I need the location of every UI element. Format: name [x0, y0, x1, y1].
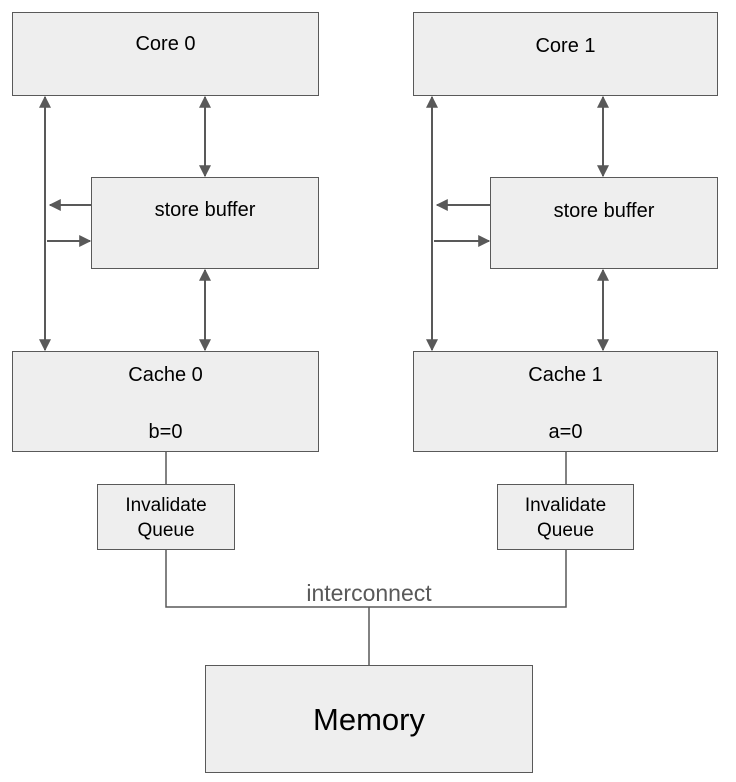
cache-1-label: Cache 1 — [528, 364, 603, 386]
invalidate-queue-0-box: Invalidate Queue — [97, 484, 235, 550]
core-0-box: Core 0 — [12, 12, 319, 96]
cache-0-box: Cache 0 b=0 — [12, 351, 319, 452]
cache-1-value: a=0 — [548, 421, 583, 443]
core-0-label: Core 0 — [135, 33, 196, 55]
invalidate-queue-1-box: Invalidate Queue — [497, 484, 634, 550]
memory-label: Memory — [313, 702, 425, 737]
store-buffer-1-box: store buffer — [490, 177, 718, 269]
core-1-box: Core 1 — [413, 12, 718, 96]
invalidate-queue-0-line1: Invalidate — [125, 495, 207, 516]
invalidate-queue-1-line2: Queue — [536, 520, 595, 541]
store-buffer-0-label: store buffer — [154, 199, 256, 221]
memory-box: Memory — [205, 665, 533, 773]
invalidate-queue-1-line1: Invalidate — [524, 495, 607, 516]
cache-0-label: Cache 0 — [128, 364, 203, 386]
store-buffer-0-box: store buffer — [91, 177, 319, 269]
core-1-label: Core 1 — [535, 35, 596, 57]
invalidate-queue-0-line2: Queue — [137, 520, 195, 541]
interconnect-label: interconnect — [306, 580, 432, 606]
interconnect-bus — [165, 550, 567, 608]
cache-1-box: Cache 1 a=0 — [413, 351, 718, 452]
cache-0-value: b=0 — [148, 421, 183, 443]
store-buffer-1-label: store buffer — [553, 200, 655, 222]
